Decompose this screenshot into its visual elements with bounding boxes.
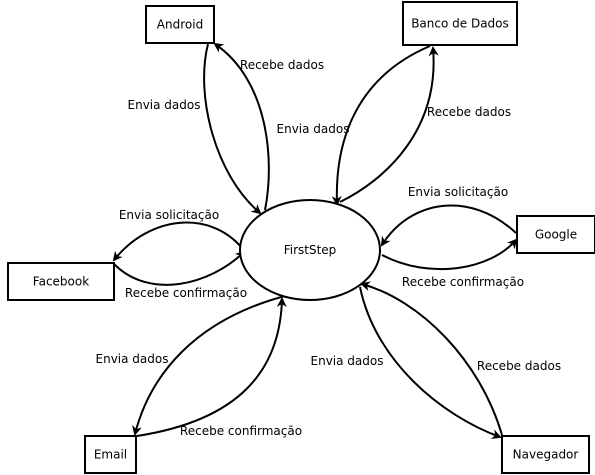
edge-google-envia — [380, 204, 517, 247]
node-facebook: Facebook — [7, 262, 115, 301]
node-banco-de-dados: Banco de Dados — [402, 1, 518, 46]
edge-banco-recebe — [339, 46, 439, 203]
label-navegador-envia: Envia dados — [311, 354, 384, 368]
node-google: Google — [516, 215, 595, 254]
label-banco-envia: Envia dados — [277, 122, 350, 136]
label-android-recebe: Recebe dados — [240, 58, 324, 72]
edge-banco-envia — [331, 45, 431, 206]
center-label: FirstStep — [284, 243, 337, 257]
edge-facebook-recebe — [113, 250, 246, 286]
node-android: Android — [145, 5, 215, 44]
node-google-label: Google — [535, 228, 577, 242]
node-navegador-label: Navegador — [513, 448, 579, 462]
edge-facebook-envia — [112, 221, 243, 262]
node-banco-label: Banco de Dados — [411, 17, 509, 31]
edge-email-recebe — [136, 297, 287, 437]
node-android-label: Android — [157, 18, 203, 32]
label-facebook-recebe: Recebe confirmação — [125, 286, 247, 300]
label-google-envia: Envia solicitação — [408, 185, 508, 199]
label-facebook-envia: Envia solicitação — [119, 208, 219, 222]
node-navegador: Navegador — [501, 435, 590, 474]
node-email-label: Email — [94, 448, 127, 462]
label-email-recebe: Recebe confirmação — [180, 424, 302, 438]
edge-android-recebe — [213, 42, 270, 211]
edge-android-envia — [203, 43, 262, 215]
center-ellipse — [239, 199, 381, 301]
node-email: Email — [84, 435, 137, 474]
label-banco-recebe: Recebe dados — [427, 105, 511, 119]
node-facebook-label: Facebook — [33, 275, 89, 289]
label-navegador-recebe: Recebe dados — [477, 359, 561, 373]
label-android-envia: Envia dados — [128, 98, 201, 112]
label-email-envia: Envia dados — [96, 352, 169, 366]
center-node: FirstStep — [239, 199, 381, 301]
edge-navegador-recebe — [360, 281, 503, 436]
edge-google-recebe — [381, 238, 518, 271]
label-google-recebe: Recebe confirmação — [402, 275, 524, 289]
edge-email-envia — [132, 295, 286, 436]
edge-navegador-envia — [359, 286, 502, 439]
